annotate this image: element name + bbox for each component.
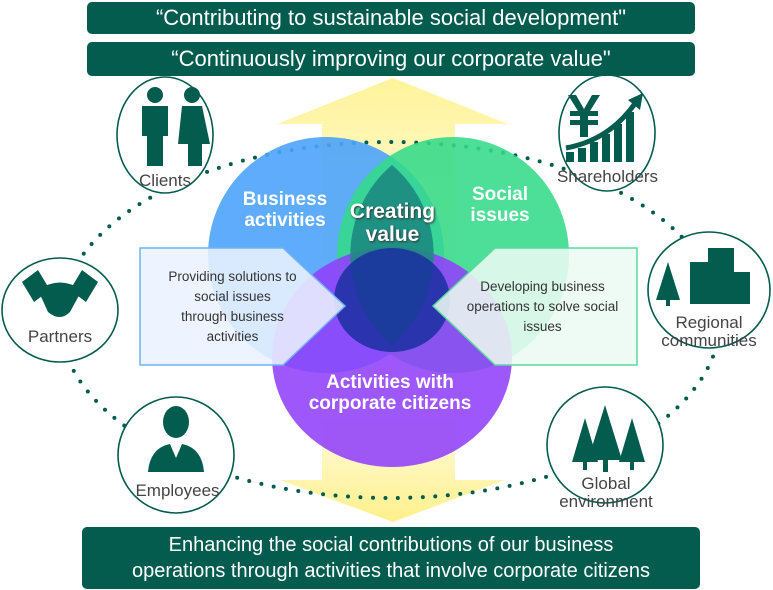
text-line: Providing solutions to bbox=[168, 269, 297, 284]
partners-icon bbox=[22, 270, 98, 317]
employees-label: Employees bbox=[135, 481, 220, 500]
label-line: Creating bbox=[349, 200, 436, 223]
label-line: Activities with bbox=[326, 372, 454, 393]
text-line: social issues bbox=[194, 289, 271, 304]
text-line: Developing business bbox=[480, 279, 605, 294]
label-line: Social bbox=[472, 184, 528, 205]
label-line: corporate citizens bbox=[308, 393, 472, 414]
shareholders-label: Shareholders bbox=[556, 167, 659, 186]
banner-line: Enhancing the social contributions of ou… bbox=[168, 534, 614, 556]
label-line: issues bbox=[470, 205, 530, 226]
banner-line: operations through activities that invol… bbox=[131, 560, 651, 582]
label-line: Regional bbox=[675, 313, 743, 332]
right-box bbox=[431, 247, 638, 366]
regional-communities-icon bbox=[656, 248, 750, 306]
partners-label: Partners bbox=[27, 327, 93, 346]
label-line: communities bbox=[661, 331, 757, 350]
global-environment-icon bbox=[572, 405, 645, 472]
text-line: issues bbox=[523, 319, 562, 334]
text-line: through business bbox=[181, 309, 284, 324]
shareholders-icon bbox=[565, 93, 643, 162]
label-line: activities bbox=[244, 210, 326, 231]
left-box bbox=[139, 247, 347, 366]
text-line: activities bbox=[206, 329, 259, 344]
clients-icon bbox=[142, 87, 210, 166]
label-line: value bbox=[365, 223, 420, 246]
employees-circle bbox=[117, 396, 235, 514]
label-line: environment bbox=[559, 492, 653, 511]
banner-social-contributions: Enhancing the social contributions of ou… bbox=[82, 527, 700, 589]
right-box-text: Developing business operations to solve s… bbox=[445, 277, 640, 337]
left-box-text: Providing solutions to social issues throu… bbox=[140, 267, 325, 347]
clients-label: Clients bbox=[139, 171, 191, 190]
label-line: Business bbox=[242, 189, 328, 210]
employees-icon bbox=[148, 406, 204, 472]
banner-sustainable-development: “Contributing to sustainable social deve… bbox=[87, 2, 695, 34]
label-line: Global bbox=[581, 474, 631, 493]
text-line: operations to solve social bbox=[466, 299, 619, 314]
banner-corporate-value: “Continuously improving our corporate va… bbox=[87, 42, 695, 76]
